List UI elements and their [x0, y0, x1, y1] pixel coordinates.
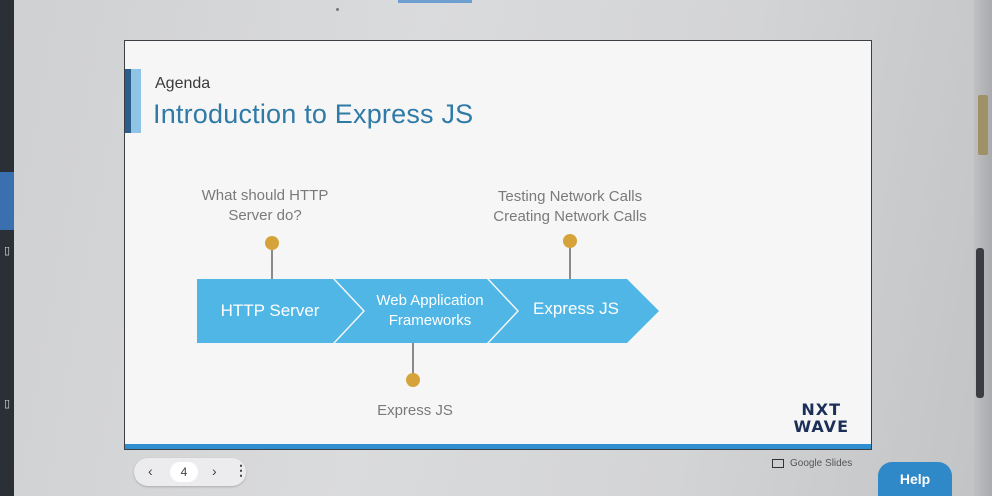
chevron-right-icon[interactable]: ›	[212, 463, 217, 479]
logo-line: NXT	[801, 400, 842, 419]
top-tab-indicator	[398, 0, 472, 3]
timeline-chevrons: HTTP Server Web Application Frameworks E…	[197, 279, 659, 343]
right-edge	[974, 0, 992, 496]
callout-line: Creating Network Calls	[493, 208, 647, 225]
stage-label-line: Web Application	[376, 292, 484, 309]
google-slides-link[interactable]: Google Slides	[772, 458, 852, 469]
slide-navigation: ‹ 4 › ⋮	[134, 458, 248, 486]
connector-line	[271, 250, 273, 280]
help-button[interactable]: Help	[878, 462, 952, 496]
chevron-left-icon[interactable]: ‹	[148, 463, 153, 479]
callout-express-js: Express JS	[377, 402, 453, 419]
slide-bottom-rule	[125, 444, 871, 449]
bookmark-icon	[978, 95, 988, 155]
book-icon[interactable]: ▯	[3, 398, 11, 410]
screen-speck	[336, 8, 339, 11]
brand-label: Google Slides	[790, 458, 853, 469]
stage-label: HTTP Server	[220, 301, 320, 320]
timeline-dot	[406, 373, 420, 387]
more-vert-icon[interactable]: ⋮	[234, 462, 248, 478]
nxtwave-logo: NXT WAVE	[793, 401, 849, 435]
chevron-express-js	[489, 279, 659, 343]
stage-label: Web Application Frameworks	[357, 291, 503, 331]
title-accent-bar	[125, 69, 141, 133]
chevron-http-server	[197, 279, 363, 343]
chevron-web-frameworks	[335, 279, 517, 343]
timeline-dot	[563, 234, 577, 248]
connector-line	[412, 343, 414, 377]
stage-label: Express JS	[533, 299, 619, 318]
slides-icon	[772, 458, 784, 468]
slide-title: Introduction to Express JS	[153, 99, 474, 129]
callout-line: What should HTTP	[201, 187, 329, 204]
slide-canvas: Agenda Introduction to Express JS What s…	[124, 40, 872, 450]
callout-network-calls: Testing Network Calls Creating Network C…	[465, 187, 675, 227]
sidebar-active-tab[interactable]	[0, 172, 14, 230]
callout-line: Testing Network Calls	[497, 188, 643, 205]
timeline-dot	[265, 236, 279, 250]
scrollbar-thumb[interactable]	[976, 248, 984, 398]
stage-label-line: Frameworks	[388, 312, 472, 329]
chevron-shapes	[197, 279, 659, 343]
left-sidebar: ▯ ▯	[0, 0, 14, 496]
callout-line: Server do?	[228, 207, 302, 224]
logo-line: WAVE	[793, 417, 849, 436]
connector-line	[569, 248, 571, 279]
book-icon[interactable]: ▯	[3, 245, 11, 257]
callout-http-server-question: What should HTTP Server do?	[185, 186, 345, 226]
section-label: Agenda	[155, 75, 211, 92]
page-number[interactable]: 4	[170, 462, 198, 482]
